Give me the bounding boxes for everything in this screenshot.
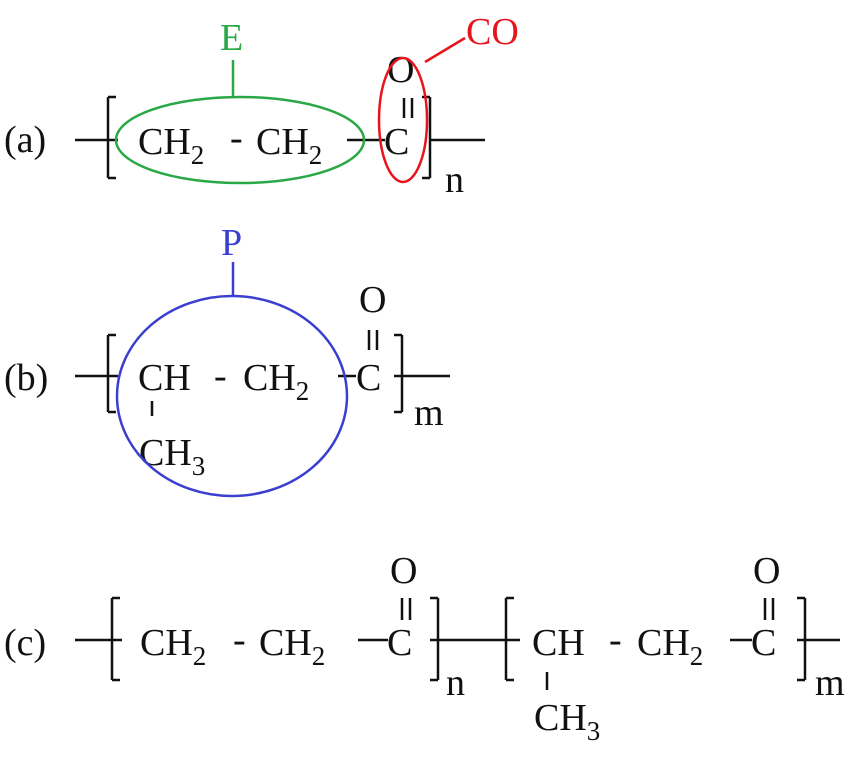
bond-dash: - [230, 117, 243, 159]
ch2-group: CH2 [140, 622, 206, 671]
ch3-group: CH3 [139, 432, 205, 481]
ch2-group: CH2 [259, 622, 325, 671]
ch3-group: CH3 [534, 697, 600, 746]
panel-a: (a) CH2 - CH2 C O n E CO [4, 11, 519, 201]
ch2-group: CH2 [637, 622, 703, 671]
carbonyl-carbon: C [356, 357, 381, 399]
bond-dash: - [214, 355, 227, 397]
repeat-n: n [445, 159, 464, 201]
carbonyl-carbon: C [387, 622, 412, 664]
carbonyl-oxygen: O [359, 279, 386, 321]
double-bond [402, 98, 414, 118]
left-bracket-m [504, 596, 514, 682]
panel-b-label: (b) [4, 357, 48, 399]
ch2-group: CH2 [243, 357, 309, 406]
ch2-group: CH2 [138, 121, 204, 170]
carbonyl-carbon: C [384, 121, 409, 163]
carbonyl-oxygen: O [387, 49, 414, 91]
right-bracket-n [430, 596, 520, 682]
ethylene-highlight [114, 95, 366, 185]
ch-group: CH [138, 357, 191, 399]
bond-dash: - [233, 619, 246, 661]
double-bond [367, 330, 379, 350]
annotation-co: CO [466, 11, 519, 53]
panel-a-label: (a) [4, 119, 46, 161]
annotation-p: P [221, 222, 242, 264]
repeat-m: m [414, 392, 444, 434]
double-bond [763, 598, 775, 620]
repeat-n: n [446, 662, 465, 704]
repeat-m: m [815, 662, 845, 704]
right-bracket-m [797, 596, 840, 682]
bond-dash: - [609, 619, 622, 661]
double-bond [400, 598, 412, 620]
carbonyl-oxygen: O [390, 550, 417, 592]
carbonyl-highlight [377, 56, 429, 184]
ch2-group: CH2 [256, 121, 322, 170]
left-bracket [75, 95, 118, 180]
ch-group: CH [532, 622, 585, 664]
left-bracket-n [75, 596, 122, 682]
carbonyl-oxygen: O [753, 550, 780, 592]
left-bracket [75, 333, 118, 414]
panel-c-label: (c) [4, 622, 46, 664]
panel-c: (c) CH2 - CH2 C O n CH - CH2 C O m CH3 [4, 550, 845, 746]
annotation-e: E [220, 17, 243, 59]
right-bracket [394, 333, 450, 414]
panel-b: (b) CH - CH2 C O m CH3 P [4, 222, 450, 498]
carbonyl-pointer [424, 36, 466, 64]
carbonyl-carbon: C [751, 622, 776, 664]
